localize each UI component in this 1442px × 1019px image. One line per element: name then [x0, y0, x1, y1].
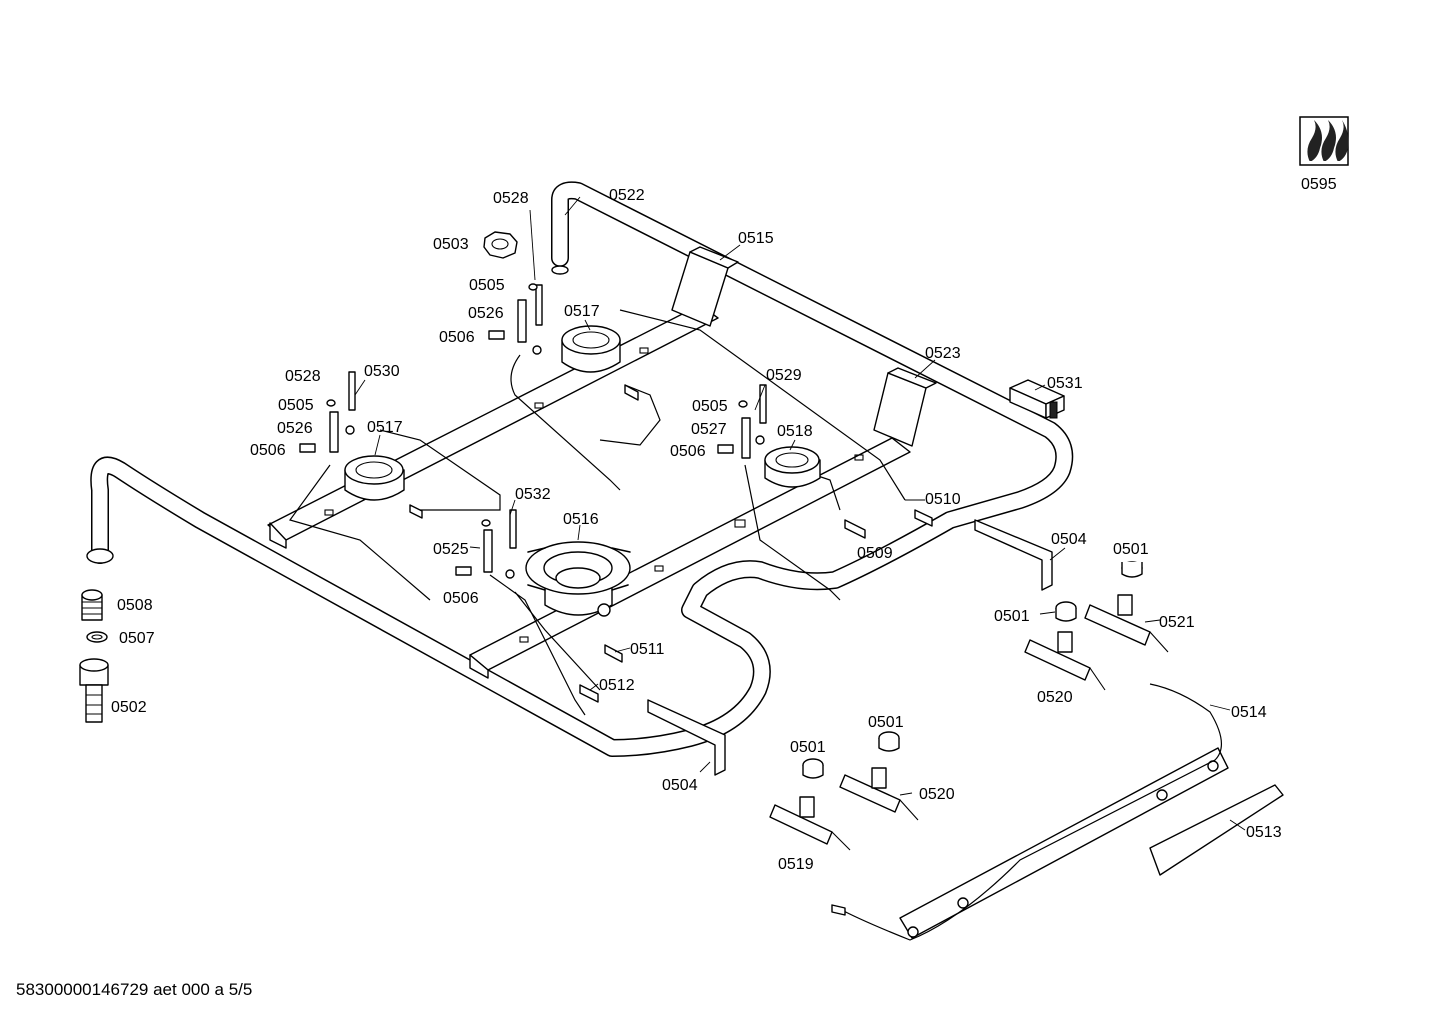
- label-0505-right: 0505: [692, 398, 728, 415]
- label-0510: 0510: [925, 491, 961, 508]
- label-0508: 0508: [117, 597, 153, 614]
- valve-0519: [769, 796, 851, 851]
- valve-rail-0514: [831, 683, 1229, 941]
- label-0516: 0516: [563, 511, 599, 528]
- fitting-0508: [81, 589, 103, 621]
- label-0506-right: 0506: [670, 443, 706, 460]
- label-0512: 0512: [599, 677, 635, 694]
- label-0531: 0531: [1047, 375, 1083, 392]
- label-0527: 0527: [691, 421, 727, 438]
- label-0506-top: 0506: [439, 329, 475, 346]
- label-0514: 0514: [1231, 704, 1267, 721]
- hose-fitting-0502: [79, 658, 109, 723]
- label-0528-left: 0528: [285, 368, 321, 385]
- bracket-0504-right: [974, 519, 1053, 591]
- label-0522: 0522: [609, 187, 645, 204]
- label-0517-left: 0517: [367, 419, 403, 436]
- label-0515: 0515: [738, 230, 774, 247]
- burner-cup-0516: [525, 541, 631, 617]
- nut-0503: [483, 231, 518, 259]
- label-0503: 0503: [433, 236, 469, 253]
- label-0506-left: 0506: [250, 442, 286, 459]
- valve-0520-right: [1024, 631, 1106, 691]
- label-0513: 0513: [1246, 824, 1282, 841]
- label-0502: 0502: [111, 699, 147, 716]
- label-0595: 0595: [1301, 176, 1337, 193]
- label-0517-top: 0517: [564, 303, 600, 320]
- document-id-footer: 58300000146729 aet 000 a 5/5: [16, 980, 253, 999]
- label-0509: 0509: [857, 545, 893, 562]
- label-0532: 0532: [515, 486, 551, 503]
- label-0518: 0518: [777, 423, 813, 440]
- ignition-wires: [289, 309, 906, 716]
- label-0504-right: 0504: [1051, 531, 1087, 548]
- label-0501-b: 0501: [994, 608, 1030, 625]
- label-0530: 0530: [364, 363, 400, 380]
- label-0507: 0507: [119, 630, 155, 647]
- gas-main-pipe: [86, 181, 1074, 757]
- label-0526-top: 0526: [468, 305, 504, 322]
- valve-0521: [1084, 594, 1169, 653]
- label-0505-left: 0505: [278, 397, 314, 414]
- label-0501-d: 0501: [790, 739, 826, 756]
- strip-0513: [1149, 784, 1284, 876]
- label-0505-top: 0505: [469, 277, 505, 294]
- bracket-0523: [873, 367, 937, 447]
- valve-0520-mid: [839, 767, 919, 821]
- washer-0507: [86, 631, 108, 643]
- label-0504-left: 0504: [662, 777, 698, 794]
- nozzle-fittings: [409, 384, 933, 703]
- label-0521: 0521: [1159, 614, 1195, 631]
- label-0525: 0525: [433, 541, 469, 558]
- gas-flame-symbol-icon: [1299, 116, 1349, 166]
- bracket-0504-left: [647, 699, 726, 776]
- electrodes: [329, 284, 767, 573]
- label-0501-c: 0501: [868, 714, 904, 731]
- leader-lines: [354, 196, 1246, 831]
- connector-block-0531: [1009, 379, 1065, 419]
- label-0523: 0523: [925, 345, 961, 362]
- bracket-0515: [671, 246, 739, 327]
- label-0528-top: 0528: [493, 190, 529, 207]
- burner-cup-0517-top: [561, 325, 621, 373]
- part-labels: 0595 0522 0528 0503 0515 0505 0526 0517 …: [111, 176, 1337, 873]
- label-0501-a: 0501: [1113, 541, 1149, 558]
- label-0526-left: 0526: [277, 420, 313, 437]
- burner-cup-0518: [764, 446, 821, 488]
- burner-cup-0517-left: [344, 455, 405, 501]
- label-0506-mid: 0506: [443, 590, 479, 607]
- label-0520-mid: 0520: [919, 786, 955, 803]
- label-0520-right: 0520: [1037, 689, 1073, 706]
- nuts-0501: [802, 561, 1143, 779]
- label-0511: 0511: [630, 641, 665, 658]
- washers-seals: [299, 283, 765, 579]
- label-0519: 0519: [778, 856, 814, 873]
- label-0529: 0529: [766, 367, 802, 384]
